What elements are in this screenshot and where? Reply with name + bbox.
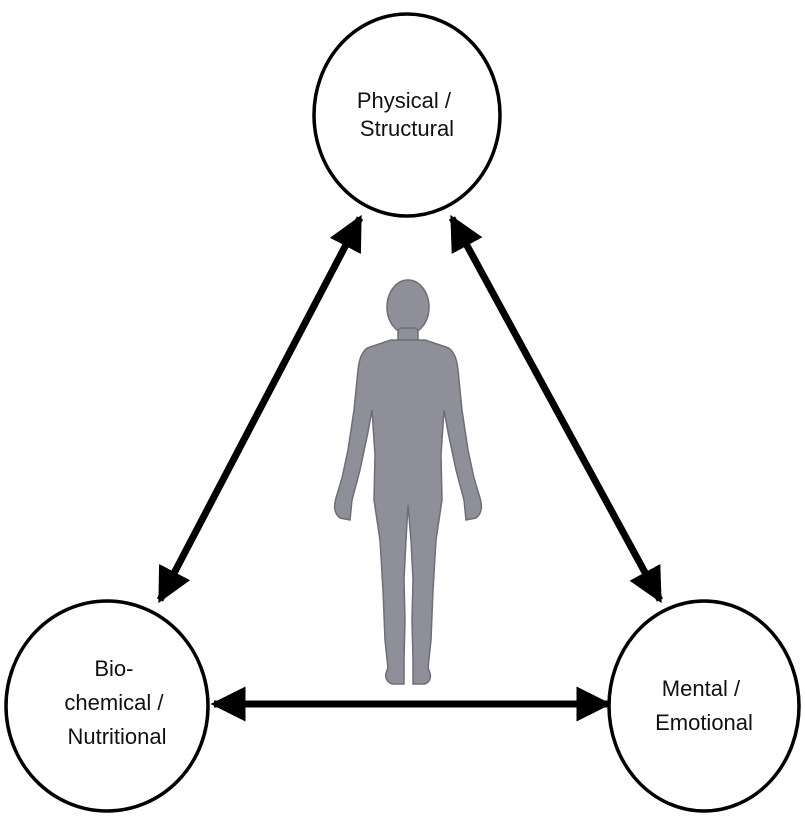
node-label-line: Nutritional <box>67 724 166 749</box>
node-physical-structural: Physical / Structural <box>314 14 500 216</box>
node-biochemical-nutritional: Bio- chemical / Nutritional <box>6 601 208 811</box>
node-label-line: Mental / <box>662 676 741 701</box>
arrow-physical-mental <box>452 218 660 600</box>
node-circle <box>314 14 500 216</box>
node-label-line: chemical / <box>64 690 164 715</box>
node-mental-emotional: Mental / Emotional <box>609 601 799 811</box>
node-circle <box>609 601 799 811</box>
human-figure-icon <box>335 280 482 684</box>
arrow-biochemical-physical <box>160 218 360 600</box>
node-label-line: Structural <box>360 116 454 141</box>
node-label-line: Emotional <box>655 710 753 735</box>
node-label-line: Bio- <box>94 656 133 681</box>
node-label-line: Physical / <box>357 88 452 113</box>
